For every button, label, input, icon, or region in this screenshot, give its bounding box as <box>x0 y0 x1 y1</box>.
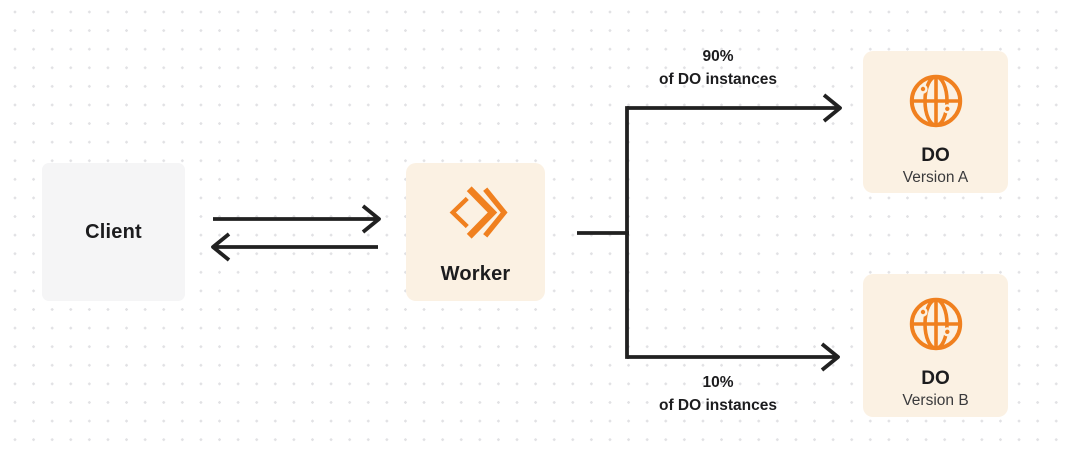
branch-a-arrow <box>627 93 842 123</box>
workers-icon <box>449 186 508 239</box>
durable-object-globe-icon <box>909 297 962 351</box>
branch-b-label: 10% of DO instances <box>618 371 818 417</box>
durable-object-globe-icon <box>909 74 962 128</box>
worker-label: Worker <box>440 263 511 285</box>
do-a-title: DO <box>921 145 950 166</box>
worker-node: Worker <box>406 163 545 301</box>
do-version-b-node: DO Version B <box>863 274 1008 417</box>
do-b-subtitle: Version B <box>902 392 969 409</box>
client-label: Client <box>85 221 142 243</box>
do-a-subtitle: Version A <box>902 169 969 186</box>
worker-to-client-arrow <box>211 232 378 262</box>
do-b-title: DO <box>921 368 950 389</box>
do-version-a-node: DO Version A <box>863 51 1008 193</box>
branch-a-percent: 90% <box>702 48 734 65</box>
client-node: Client <box>42 163 185 301</box>
branch-b-caption: of DO instances <box>659 397 777 414</box>
branch-a-caption: of DO instances <box>659 71 777 88</box>
client-to-worker-arrow <box>213 204 381 234</box>
branch-a-label: 90% of DO instances <box>618 45 818 91</box>
branch-b-percent: 10% <box>702 374 734 391</box>
branch-b-arrow <box>627 342 840 372</box>
